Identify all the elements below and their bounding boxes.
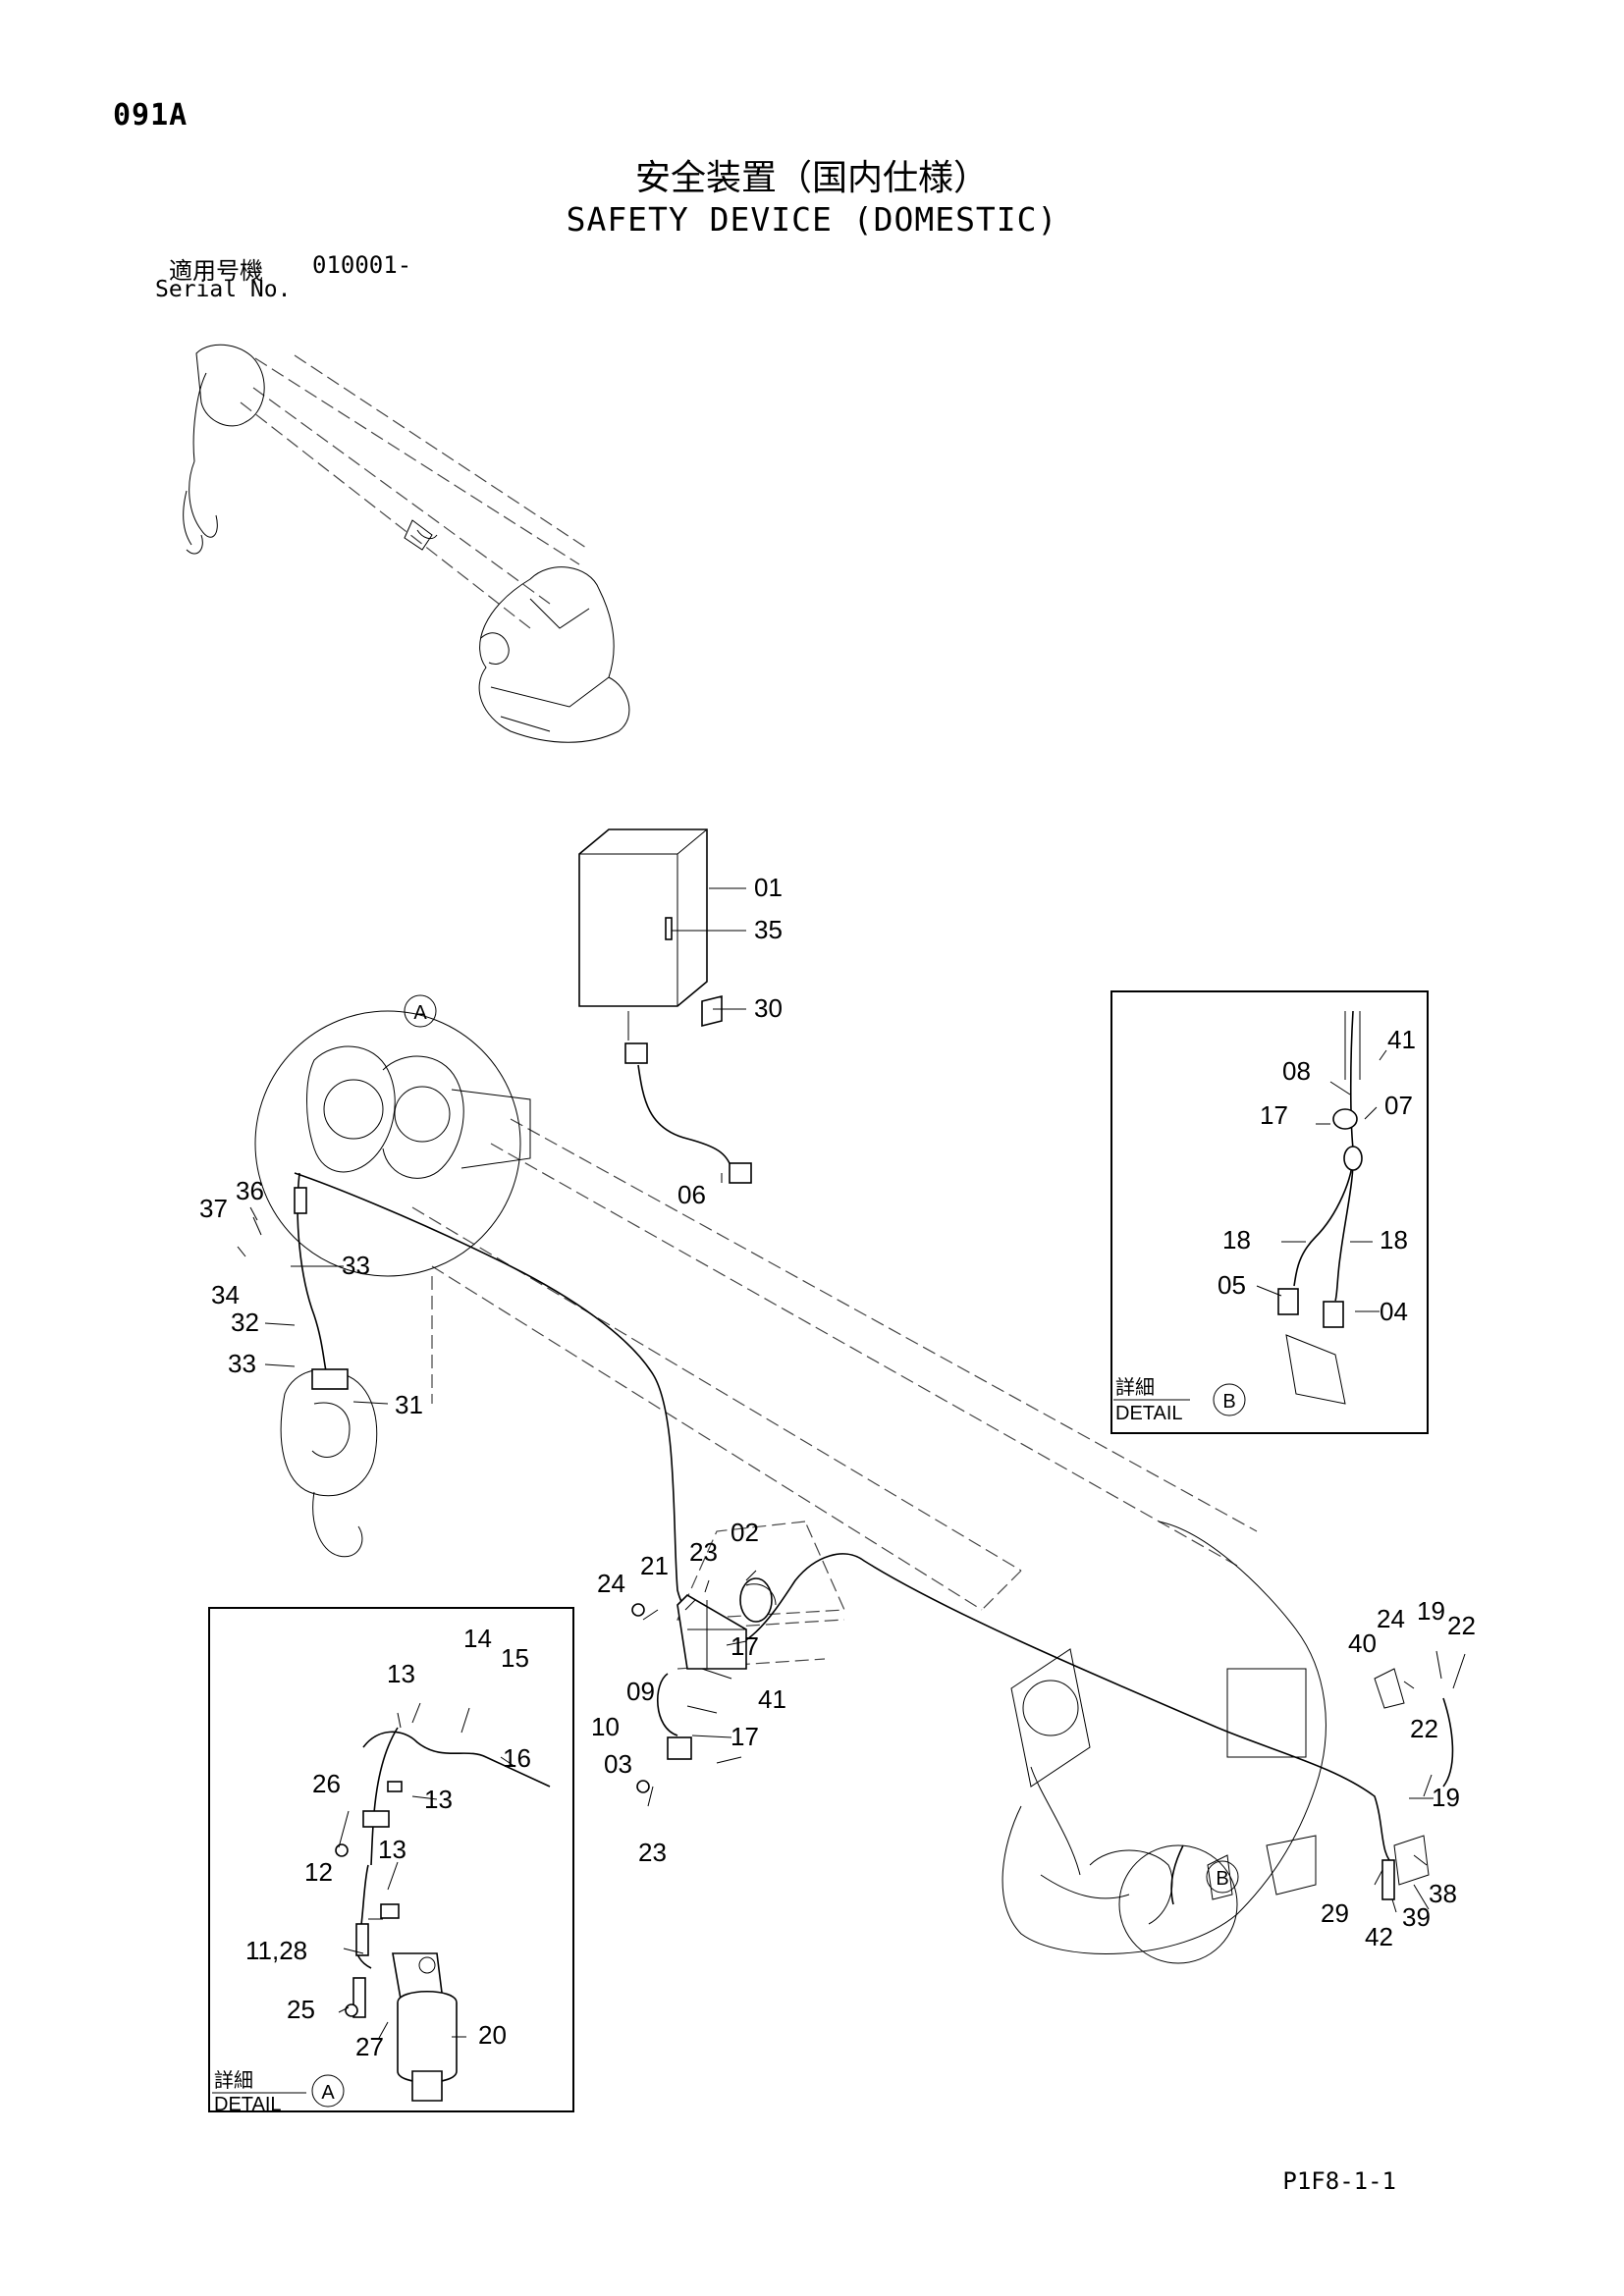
detail-a-panel	[208, 1607, 574, 2112]
detail-a-callouts: 14 15 13 16 13 26 13 12 11,28 25 20 27	[245, 1624, 531, 2061]
callout-06: 06	[677, 1180, 706, 1209]
callout-30: 30	[754, 993, 783, 1023]
callout-a-12: 12	[304, 1857, 333, 1887]
cable-harness	[294, 1172, 708, 1617]
page-code: P1F8-1-1	[1282, 2167, 1396, 2195]
title-english: SAFETY DEVICE (DOMESTIC)	[566, 200, 1058, 239]
callout-a-13-mid: 13	[424, 1785, 453, 1814]
detail-marker-a-letter: A	[413, 1002, 427, 1024]
detail-b-panel	[1110, 990, 1429, 1434]
detail-marker-b-letter: B	[1216, 1868, 1228, 1890]
callout-32: 32	[231, 1308, 259, 1337]
callout-a-14: 14	[463, 1624, 492, 1653]
callout-29: 29	[1321, 1898, 1349, 1928]
serial-number-value: 010001-	[312, 251, 412, 279]
callout-a-13-top: 13	[387, 1659, 415, 1688]
cable-harness-rear	[706, 1553, 1395, 1866]
detail-a-letter: A	[321, 2082, 335, 2104]
callout-b-41: 41	[1387, 1025, 1416, 1054]
callout-35: 35	[754, 915, 783, 944]
callout-b-18-right: 18	[1380, 1225, 1408, 1255]
overview-illustration	[183, 344, 630, 743]
detail-a-label: 詳細 DETAIL A	[212, 2069, 345, 2115]
callout-17-upper: 17	[731, 1631, 759, 1661]
leader-lines	[237, 887, 1466, 2041]
callout-41: 41	[758, 1684, 786, 1714]
callout-19-lower: 19	[1432, 1783, 1460, 1812]
detail-a-en: DETAIL	[214, 2094, 282, 2115]
detail-b-letter: B	[1222, 1391, 1235, 1413]
serial-label-english: Serial No.	[155, 277, 292, 302]
sensor-bracket-cluster	[631, 1577, 777, 1793]
callout-23-upper: 23	[689, 1537, 718, 1567]
callout-a-16: 16	[503, 1743, 531, 1773]
detail-b-jp: 詳細	[1115, 1376, 1155, 1399]
page-id: 091A	[113, 98, 189, 133]
callout-36: 36	[236, 1176, 264, 1205]
callout-a-26: 26	[312, 1769, 341, 1798]
detail-marker-b-main: B	[1206, 1860, 1239, 1894]
detail-a-jp: 詳細	[214, 2069, 253, 2092]
callout-33-upper: 33	[342, 1251, 370, 1280]
callout-37: 37	[199, 1194, 228, 1223]
detail-b-callouts: 41 08 07 17 18 18 05 04	[1218, 1025, 1416, 1326]
callout-24-left: 24	[597, 1569, 625, 1598]
callout-21: 21	[640, 1551, 669, 1580]
callout-a-13-low: 13	[378, 1835, 406, 1864]
callout-01: 01	[754, 873, 783, 902]
callout-42: 42	[1365, 1922, 1393, 1951]
detail-b-label: 詳細 DETAIL B	[1113, 1376, 1246, 1424]
serial-label-japanese: 適用号機	[169, 257, 263, 285]
callout-03: 03	[604, 1749, 632, 1779]
callout-09: 09	[626, 1677, 655, 1706]
callout-b-07: 07	[1384, 1091, 1413, 1120]
callout-10: 10	[591, 1712, 620, 1741]
callout-39: 39	[1402, 1902, 1431, 1932]
callout-02: 02	[731, 1518, 759, 1547]
callout-b-04: 04	[1380, 1297, 1408, 1326]
callout-17-lower: 17	[731, 1722, 759, 1751]
callout-24-right: 24	[1377, 1604, 1405, 1633]
turntable-structure	[1001, 1521, 1454, 1964]
callout-19-upper: 19	[1417, 1596, 1445, 1626]
callout-38: 38	[1429, 1879, 1457, 1908]
callout-a-27: 27	[355, 2032, 384, 2061]
main-callouts: 01 35 30 06 37 36 34 33 32 33 31 24 21 2…	[199, 873, 1476, 1951]
detail-marker-a-main: A	[404, 994, 437, 1028]
detail-b-en: DETAIL	[1115, 1403, 1183, 1424]
callout-31: 31	[395, 1390, 423, 1419]
callout-22-lower: 22	[1410, 1714, 1438, 1743]
callout-b-18-left: 18	[1222, 1225, 1251, 1255]
callout-23-lower: 23	[638, 1838, 667, 1867]
hook-block	[254, 1010, 531, 1558]
callout-b-17: 17	[1260, 1100, 1288, 1130]
callout-34: 34	[211, 1280, 240, 1309]
callout-a-11-28: 11,28	[245, 1936, 307, 1965]
title-japanese: 安全装置（国内仕様）	[634, 158, 989, 198]
callout-b-05: 05	[1218, 1270, 1246, 1300]
callout-a-20: 20	[478, 2020, 507, 2050]
control-box-01	[578, 828, 752, 1184]
callout-40: 40	[1348, 1629, 1377, 1658]
callout-b-08: 08	[1282, 1056, 1311, 1086]
callout-a-25: 25	[287, 1995, 315, 2024]
callout-a-15: 15	[501, 1643, 529, 1673]
callout-22-upper: 22	[1447, 1611, 1476, 1640]
callout-33-lower: 33	[228, 1349, 256, 1378]
